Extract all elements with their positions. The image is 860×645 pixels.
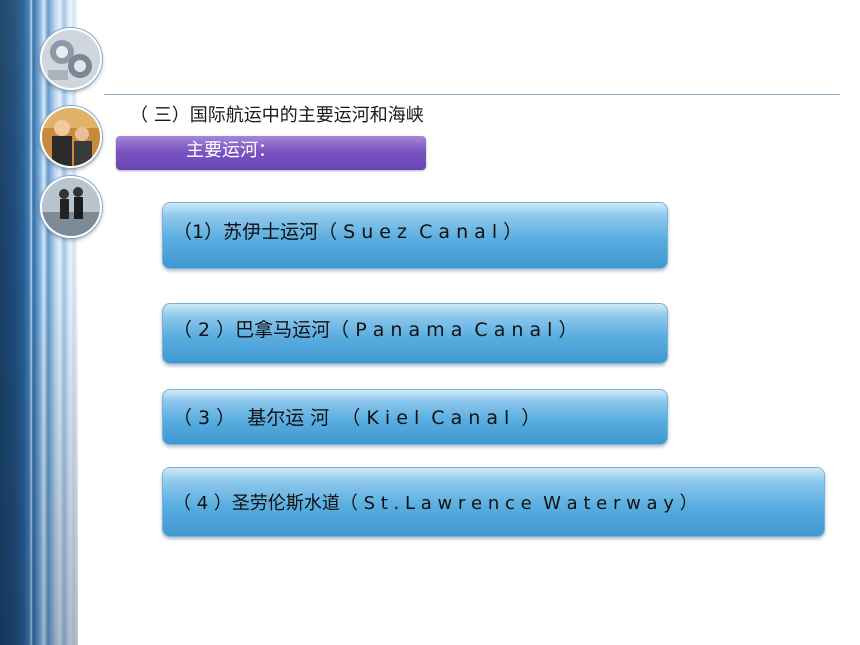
canal-item-suez: （1）苏伊士运河（ S u e z C a n a l ） [162, 202, 668, 269]
business-people-photo-icon [40, 106, 102, 168]
pipes-photo-icon [40, 28, 102, 90]
canal-item-st-lawrence: （ 4 ）圣劳伦斯水道（ S t . L a w r e n c e W a t… [162, 467, 825, 537]
travelers-photo-icon [40, 176, 102, 238]
canal-item-panama: （ 2 ）巴拿马运河（ P a n a m a C a n a l ） [162, 303, 668, 364]
left-decorative-band [0, 0, 78, 645]
header-divider [104, 94, 840, 95]
slide-heading: （ 三）国际航运中的主要运河和海峡 [130, 105, 424, 126]
section-label: 主要运河： [116, 136, 426, 170]
canal-item-kiel: （ 3 ） 基尔运 河 （ K i e l C a n a l ） [162, 389, 668, 445]
